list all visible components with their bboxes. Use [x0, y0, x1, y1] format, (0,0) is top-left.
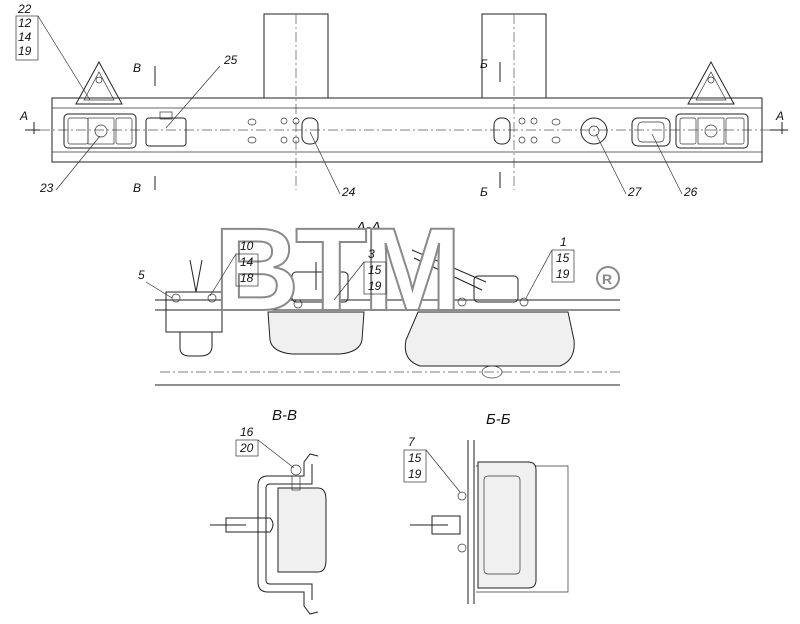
section-title-a-a: А-А [355, 219, 381, 236]
cut-mark-b-top: Б [480, 57, 488, 71]
marker-light-right [493, 117, 511, 145]
socket [580, 117, 608, 145]
marker-light-left [301, 117, 319, 145]
callout-10: 10 14 18 [209, 239, 259, 297]
callout-22: 22 12 14 19 [15, 2, 91, 101]
callout-25: 25 [223, 53, 238, 67]
svg-text:14: 14 [240, 255, 254, 269]
svg-text:22: 22 [17, 2, 32, 16]
svg-text:R: R [602, 271, 612, 287]
svg-text:19: 19 [18, 44, 32, 58]
svg-text:10: 10 [240, 239, 254, 253]
callout-7: 7 15 19 [403, 435, 461, 493]
cut-mark-a-right: А [775, 109, 784, 123]
rear-light-left [63, 113, 137, 149]
svg-text:16: 16 [240, 425, 254, 439]
svg-text:1: 1 [560, 235, 567, 249]
lamp-section-v [277, 487, 327, 573]
svg-text:14: 14 [18, 30, 32, 44]
section-a-a-view [155, 249, 620, 386]
fog-light [631, 117, 671, 147]
watermark-logo: BTM [214, 204, 458, 336]
cut-mark-v-bottom: В [133, 181, 141, 195]
lamp-3-section [267, 311, 365, 355]
callout-5: 5 [138, 268, 145, 282]
reflector-triangle-left [75, 60, 123, 105]
cut-mark-b-bottom: Б [480, 185, 488, 199]
reflector-triangle-right [687, 60, 735, 105]
svg-text:19: 19 [368, 279, 382, 293]
callout-26: 26 [683, 185, 698, 199]
callout-1: 1 15 19 [525, 235, 575, 299]
top-view [25, 13, 790, 190]
rear-light-right [675, 113, 749, 149]
callout-24: 24 [341, 185, 356, 199]
callout-23: 23 [39, 181, 54, 195]
license-light [145, 117, 187, 147]
svg-text:15: 15 [556, 251, 570, 265]
svg-text:15: 15 [368, 263, 382, 277]
svg-text:3: 3 [368, 247, 375, 261]
section-b-b-view [410, 440, 569, 604]
svg-text:12: 12 [18, 16, 32, 30]
callout-3: 3 15 19 [333, 247, 387, 301]
callout-27: 27 [627, 185, 643, 199]
callout-16: 16 20 [235, 425, 295, 469]
svg-text:18: 18 [240, 271, 254, 285]
lamp-section-b [477, 461, 537, 589]
svg-text:7: 7 [408, 435, 416, 449]
cut-mark-v-top: В [133, 61, 141, 75]
svg-text:20: 20 [239, 441, 254, 455]
section-v-v-view [210, 453, 327, 615]
cut-mark-a-left: А [19, 109, 28, 123]
svg-text:19: 19 [556, 267, 570, 281]
section-title-b-b: Б-Б [486, 411, 511, 428]
lamp-1-section [404, 311, 575, 367]
section-title-v-v: В-В [272, 407, 297, 424]
svg-text:19: 19 [408, 467, 422, 481]
svg-text:15: 15 [408, 451, 422, 465]
